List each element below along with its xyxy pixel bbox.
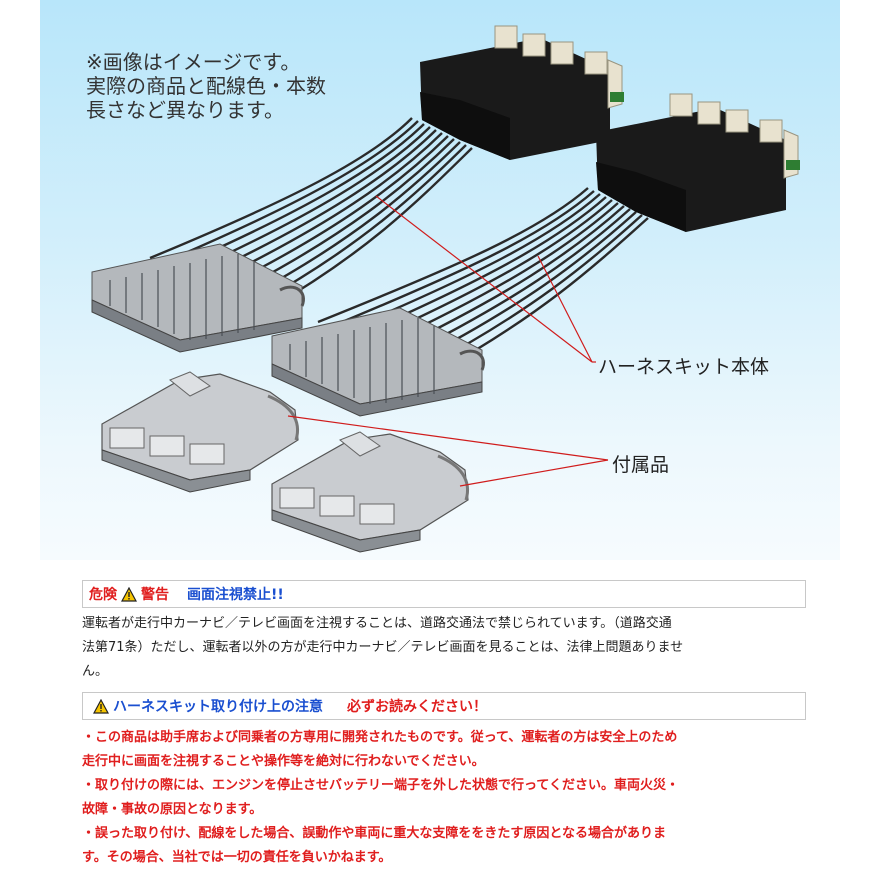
- warning-label: 警告: [141, 587, 169, 603]
- install-line: 走行中に画面を注視することや操作等を絶対に行わないでください。: [82, 754, 485, 769]
- leader-lines: [287, 195, 609, 487]
- install-notice-title: ハーネスキット取り付け上の注意: [113, 699, 323, 715]
- install-notice-header: ハーネスキット取り付け上の注意 必ずお読みください！: [82, 692, 806, 720]
- disclaimer-line-1: ※画像はイメージです。: [86, 50, 301, 74]
- install-line: ・誤った取り付け、配線をした場合、誤動作や車両に重大な支障ををきたす原因となる場…: [82, 826, 666, 841]
- warning-triangle-icon: [121, 586, 137, 602]
- danger-title: 画面注視禁止!!: [187, 587, 284, 603]
- disclaimer-line-2: 実際の商品と配線色・本数: [86, 74, 326, 98]
- install-line: ・取り付けの際には、エンジンを停止させバッテリー端子を外した状態で行ってください…: [82, 778, 679, 793]
- install-line: す。その場合、当社では一切の責任を負いかねます。: [82, 850, 392, 865]
- danger-line: ん。: [82, 664, 109, 679]
- danger-line: 運転者が走行中カーナビ／テレビ画面を注視することは、道路交通法で禁じられています…: [82, 616, 672, 631]
- install-line: 故障・事故の原因となります。: [82, 802, 263, 817]
- callout-harness-body: ハーネスキット本体: [598, 356, 770, 378]
- install-notice-subtitle: 必ずお読みください！: [347, 699, 487, 715]
- danger-notice-body: 運転者が走行中カーナビ／テレビ画面を注視することは、道路交通法で禁じられています…: [82, 612, 806, 684]
- danger-label: 危険: [89, 587, 117, 603]
- accessory-1: [101, 371, 299, 493]
- install-line: ・この商品は助手席および同乗者の方専用に開発されたものです。従って、運転者の方は…: [82, 730, 678, 745]
- harness-2: [271, 93, 800, 417]
- wires-1: [149, 117, 473, 310]
- danger-line: 法第71条）ただし、運転者以外の方が走行中カーナビ／テレビ画面を見ることは、法律…: [82, 640, 684, 655]
- danger-notice-header: 危険 警告 画面注視禁止!!: [82, 580, 806, 608]
- install-notice-body: ・この商品は助手席および同乗者の方専用に開発されたものです。従って、運転者の方は…: [82, 726, 806, 870]
- product-image: ※画像はイメージです。 実際の商品と配線色・本数 長さなど異なります。 ハーネス…: [40, 0, 840, 560]
- harness-kit-illustration: [91, 25, 800, 553]
- callout-accessory: 付属品: [612, 454, 670, 476]
- warning-triangle-icon: [93, 698, 109, 714]
- image-disclaimer: ※画像はイメージです。 実際の商品と配線色・本数 長さなど異なります。: [86, 50, 326, 122]
- disclaimer-line-3: 長さなど異なります。: [86, 98, 284, 122]
- accessory-2: [271, 431, 469, 553]
- harness-1: [91, 25, 624, 353]
